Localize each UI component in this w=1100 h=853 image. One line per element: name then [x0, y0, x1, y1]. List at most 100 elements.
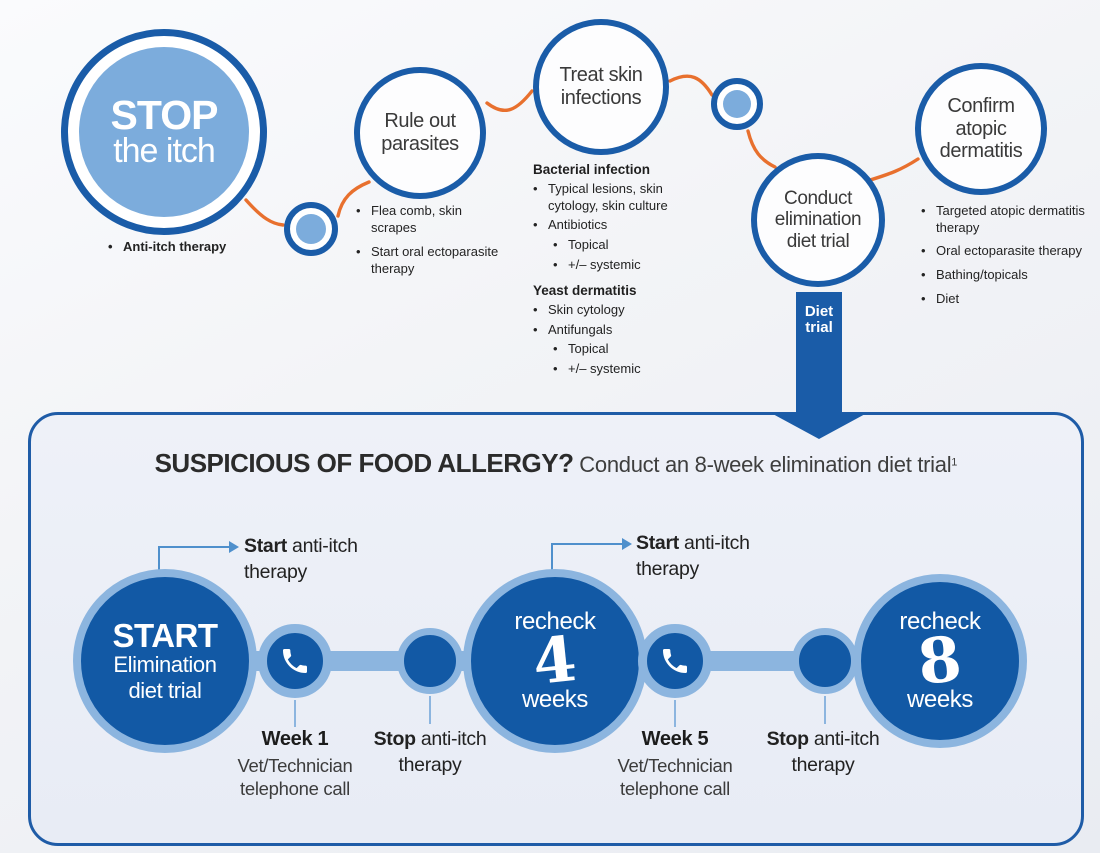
stop-dropline-2: [824, 696, 826, 724]
diet-trial-arrow-shaft: [796, 292, 842, 414]
start-note-connector-2: [551, 543, 625, 574]
bullet-text: Skin cytology: [548, 302, 625, 318]
bullet-icon: [553, 257, 568, 274]
bullet-text: +/– systemic: [568, 361, 641, 376]
arrow-right-icon: [622, 538, 632, 550]
recheck-8-weeks-node: recheck 8 weeks: [853, 574, 1027, 748]
start-line3: diet trial: [128, 677, 202, 703]
stop-title: STOP: [110, 91, 219, 138]
skin-infection-details: Bacterial infection Typical lesions, ski…: [533, 162, 685, 381]
list-item: Flea comb, skin scrapes: [356, 203, 502, 236]
start-title: START: [112, 616, 218, 654]
start-elimination-node: START Elimination diet trial: [73, 569, 257, 753]
list-item: Bathing/topicals: [921, 267, 1093, 284]
bullet-icon: [533, 181, 548, 214]
bullet-icon: [356, 203, 371, 236]
week-line2: Vet/Technician: [617, 755, 733, 776]
stop-the-itch-inner: STOP the itch: [79, 47, 249, 217]
bullet-icon: [356, 244, 371, 277]
node-label: Rule out parasites: [381, 110, 459, 155]
week-line3: telephone call: [620, 778, 730, 800]
diet-trial-arrow-head: [771, 413, 867, 439]
confirm-atopic-dermatitis-node: Confirm atopic dermatitis: [915, 63, 1047, 195]
note-bold: Stop: [373, 728, 416, 750]
note-bold: Start: [244, 535, 287, 557]
node-label: Confirm atopic dermatitis: [939, 94, 1023, 163]
note-rest: anti-itch therapy: [791, 728, 880, 777]
connector-dot-core: [296, 214, 326, 244]
rule-out-parasites-node: Rule out parasites: [354, 67, 486, 199]
bullet-icon: [553, 361, 568, 378]
start-line2: Elimination: [113, 651, 217, 677]
arrow-right-icon: [229, 541, 239, 553]
list-item: Oral ectoparasite therapy: [921, 243, 1093, 260]
connector-dot-1: [284, 202, 338, 256]
week5-dropline: [674, 700, 676, 727]
list-item: +/– systemic: [553, 257, 685, 274]
phone-icon: [663, 649, 687, 673]
stop-the-itch-node: STOP the itch: [61, 29, 267, 235]
bullet-text: Typical lesions, skin cytology, skin cul…: [548, 181, 668, 213]
bullet-text: Antibiotics: [548, 217, 608, 233]
week-line2: Vet/Technician: [237, 755, 353, 776]
bullet-text: Flea comb, skin scrapes: [371, 203, 463, 235]
connector-dot-core: [723, 90, 751, 118]
bullet-icon: [553, 341, 568, 358]
panel-title-rest: Conduct an 8-week elimination diet trial: [573, 452, 952, 477]
panel-title: SUSPICIOUS OF FOOD ALLERGY? Conduct an 8…: [31, 448, 1081, 479]
week-line3: telephone call: [240, 778, 350, 800]
stop-dropline-1: [429, 696, 431, 724]
note-bold: Stop: [766, 728, 809, 750]
node-label: Treat skin infections: [559, 64, 643, 109]
list-item: Typical lesions, skin cytology, skin cul…: [533, 181, 685, 214]
parasites-bullet-list: Flea comb, skin scrapes Start oral ectop…: [356, 203, 502, 286]
section-heading: Yeast dermatitis: [533, 283, 637, 299]
week5-label: Week 5 Vet/Technician telephone call: [587, 727, 763, 800]
week-title: Week 1: [261, 728, 329, 750]
bullet-text: Start oral ectoparasite therapy: [371, 244, 499, 276]
weeks-word: weeks: [521, 685, 589, 713]
list-item: Start oral ectoparasite therapy: [356, 244, 502, 277]
flow-connector-curves: [244, 74, 920, 227]
week-title: Week 5: [641, 728, 709, 750]
list-item: Skin cytology: [533, 302, 685, 319]
bullet-icon: [921, 267, 936, 284]
bullet-icon: [533, 302, 548, 319]
panel-title-bold: SUSPICIOUS OF FOOD ALLERGY?: [154, 448, 574, 478]
bullet-icon: [921, 291, 936, 308]
bullet-icon: [533, 217, 548, 234]
week1-dropline: [294, 700, 296, 727]
list-item: Antibiotics: [533, 217, 685, 234]
diet-trial-arrow-label: Diet trial: [804, 303, 834, 336]
bullet-text: Diet: [936, 290, 960, 306]
stop-therapy-node-2: [792, 628, 858, 694]
footnote-marker: 1: [951, 456, 958, 469]
stop-therapy-node-1: [397, 628, 463, 694]
section-heading: Bacterial infection: [533, 162, 651, 177]
stop-anti-itch-note-2: Stop anti-itch therapy: [748, 726, 898, 779]
node-label: Conduct elimination diet trial: [774, 187, 862, 252]
bullet-text: Topical: [568, 236, 609, 252]
treat-skin-infections-node: Treat skin infections: [533, 19, 669, 155]
start-anti-itch-note-2: Start anti-itch therapy: [636, 530, 786, 583]
list-item: Targeted atopic dermatitis therapy: [921, 203, 1093, 236]
recheck-number: 8: [914, 622, 966, 700]
start-note-connector-1: [158, 546, 232, 575]
list-item: Anti-itch therapy: [108, 239, 278, 256]
week5-call-node: [638, 624, 712, 698]
phone-icon: [283, 649, 307, 673]
note-rest: anti-itch therapy: [398, 728, 487, 777]
list-item: Antifungals: [533, 322, 685, 339]
recheck-word: recheck: [514, 608, 596, 636]
bullet-text: Antifungals: [548, 321, 613, 337]
atopic-bullet-list: Targeted atopic dermatitis therapy Oral …: [921, 203, 1093, 310]
connector-dot-2: [711, 78, 763, 130]
note-rest: anti-itch therapy: [244, 535, 358, 584]
bullet-icon: [533, 322, 548, 339]
start-anti-itch-note-1: Start anti-itch therapy: [244, 533, 394, 586]
bullet-text: Oral ectoparasite therapy: [936, 243, 1082, 259]
bullet-text: Targeted atopic dermatitis therapy: [936, 203, 1085, 235]
bullet-icon: [553, 237, 568, 254]
week1-label: Week 1 Vet/Technician telephone call: [207, 727, 383, 800]
